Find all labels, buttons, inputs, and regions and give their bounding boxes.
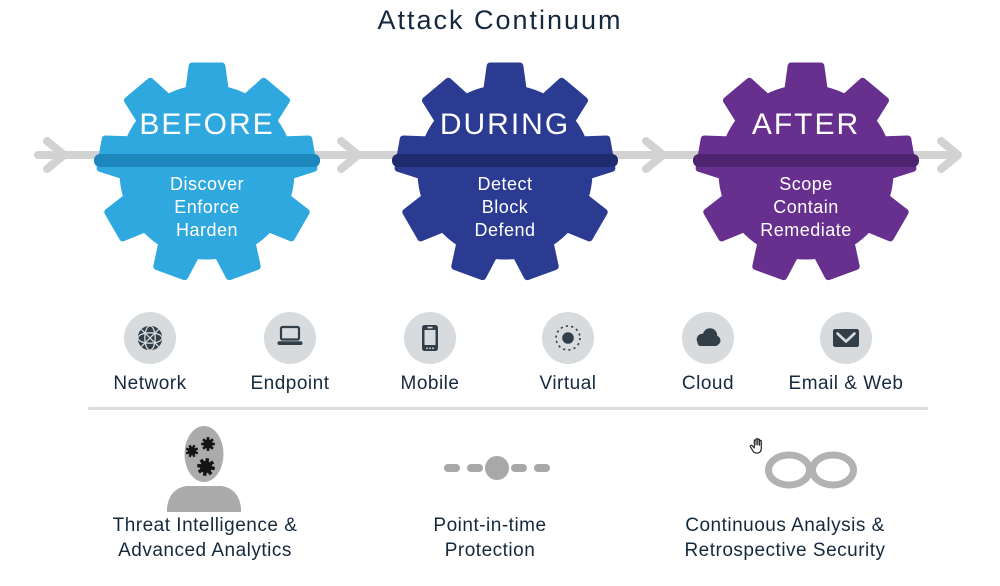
- vector-network: Network: [80, 312, 220, 395]
- phase-actions: Scope Contain Remediate: [686, 173, 926, 242]
- vector-label: Endpoint: [250, 373, 330, 394]
- capability-label-continuous-analysis: Continuous Analysis & Retrospective Secu…: [684, 515, 886, 561]
- phase-before-gear: BEFORE Discover Enforce Harden: [87, 52, 327, 292]
- phase-label: AFTER: [751, 108, 861, 141]
- virtual-dotted-circle-icon: [542, 312, 594, 364]
- phase-during-gear: DURING Detect Block Defend: [385, 52, 625, 292]
- phase-label: BEFORE: [139, 108, 275, 141]
- phase-band: [392, 154, 618, 167]
- phase-action: Remediate: [760, 220, 852, 240]
- analyst-gears-icon: [167, 426, 241, 512]
- phase-band: [693, 154, 919, 167]
- arrowhead-icon: [642, 137, 667, 173]
- gear-icon: [695, 62, 917, 281]
- phase-action: Contain: [773, 197, 839, 217]
- phase-action: Enforce: [174, 197, 240, 217]
- smartphone-icon: [404, 312, 456, 364]
- page-title: Attack Continuum: [377, 5, 623, 35]
- phase-actions: Discover Enforce Harden: [87, 173, 327, 242]
- gear-icon: [394, 62, 616, 281]
- laptop-icon: [264, 312, 316, 364]
- phase-action: Discover: [169, 174, 244, 194]
- vector-label: Network: [113, 373, 187, 394]
- arrowhead-icon: [43, 137, 68, 173]
- arrowhead-icon: [337, 137, 362, 173]
- gear-icon: [96, 62, 318, 281]
- capability-label-threat-intelligence: Threat Intelligence & Advanced Analytics: [112, 515, 298, 561]
- phase-action: Detect: [477, 174, 533, 194]
- capability-label-point-in-time: Point-in-time Protection: [433, 515, 547, 561]
- phase-band: [94, 154, 320, 167]
- section-divider: [88, 407, 928, 410]
- vector-label: Email & Web: [788, 373, 904, 394]
- envelope-icon: [820, 312, 872, 364]
- vector-virtual: Virtual: [498, 312, 638, 395]
- vector-mobile: Mobile: [360, 312, 500, 395]
- vector-label: Virtual: [539, 373, 597, 394]
- phase-after-gear: AFTER Scope Contain Remediate: [686, 52, 926, 292]
- point-in-time-icon: [444, 456, 550, 480]
- vector-cloud: Cloud: [638, 312, 778, 395]
- vector-label: Cloud: [681, 373, 735, 394]
- vector-label: Mobile: [400, 373, 460, 394]
- phase-label: DURING: [439, 108, 571, 141]
- vector-email-web: Email & Web: [776, 312, 916, 395]
- network-globe-icon: [124, 312, 176, 364]
- cloud-icon: [682, 312, 734, 364]
- phase-action: Defend: [474, 220, 536, 240]
- arrowhead-icon: [937, 137, 962, 173]
- phase-action: Harden: [175, 220, 239, 240]
- phase-action: Block: [481, 197, 529, 217]
- phase-actions: Detect Block Defend: [385, 173, 625, 242]
- hand-cursor-icon: [749, 437, 762, 454]
- infinity-icon: [765, 451, 857, 489]
- vector-endpoint: Endpoint: [220, 312, 360, 395]
- phase-action: Scope: [779, 174, 833, 194]
